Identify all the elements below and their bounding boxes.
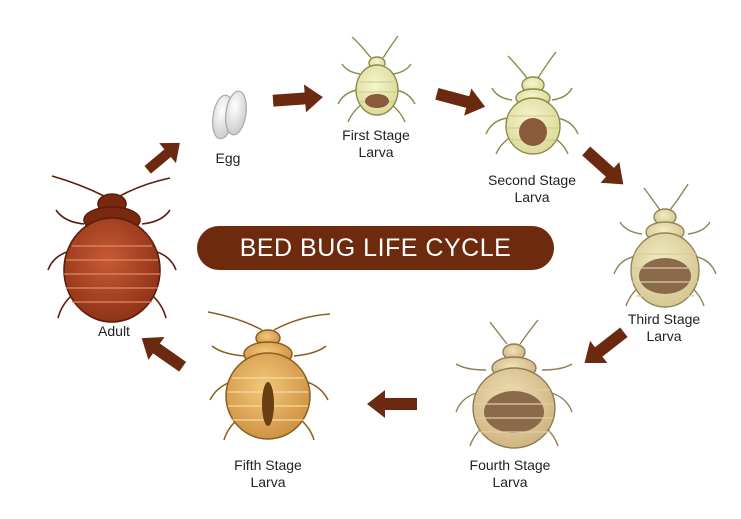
fourth-stage-larva-icon: [455, 319, 573, 449]
adult-bed-bug-icon: [47, 175, 177, 323]
arrow-fifth-to-adult: [141, 336, 187, 372]
stage-label-egg: Egg: [163, 150, 293, 167]
arrow-fourth-to-fifth: [367, 390, 417, 418]
third-stage-larva-icon: [613, 183, 717, 308]
stage-label-second-stage: Second Stage Larva: [467, 172, 597, 206]
arrow-adult-to-egg: [144, 142, 180, 174]
stage-label-line: Egg: [215, 150, 241, 166]
stage-label-line: Larva: [646, 328, 682, 344]
stage-label-adult: Adult: [49, 323, 179, 340]
stage-label-line: Fourth Stage: [469, 457, 551, 473]
stage-label-line: Second Stage: [488, 172, 576, 188]
second-stage-larva-icon: [485, 51, 579, 155]
stage-label-line: Larva: [358, 144, 394, 160]
arrow-second-to-third: [582, 146, 624, 185]
stage-label-fifth-stage: Fifth Stage Larva: [203, 457, 333, 491]
stage-label-line: First Stage: [342, 127, 410, 143]
egg-icon: [212, 90, 247, 140]
stage-label-line: Adult: [98, 323, 130, 339]
arrow-egg-to-first: [272, 84, 323, 113]
diagram-title: BED BUG LIFE CYCLE: [197, 226, 554, 270]
stage-label-line: Fifth Stage: [234, 457, 302, 473]
stage-label-line: Larva: [492, 474, 528, 490]
stage-label-third-stage: Third Stage Larva: [599, 311, 729, 345]
arrow-first-to-second: [435, 87, 486, 116]
stage-label-line: Larva: [250, 474, 286, 490]
stage-label-line: Third Stage: [627, 311, 701, 327]
stage-label-fourth-stage: Fourth Stage Larva: [445, 457, 575, 491]
stage-label-first-stage: First Stage Larva: [311, 127, 441, 161]
stage-label-line: Larva: [514, 189, 550, 205]
arrow-third-to-fourth: [584, 327, 628, 364]
first-stage-larva-icon: [337, 35, 416, 123]
fifth-stage-larva-icon: [207, 311, 331, 441]
